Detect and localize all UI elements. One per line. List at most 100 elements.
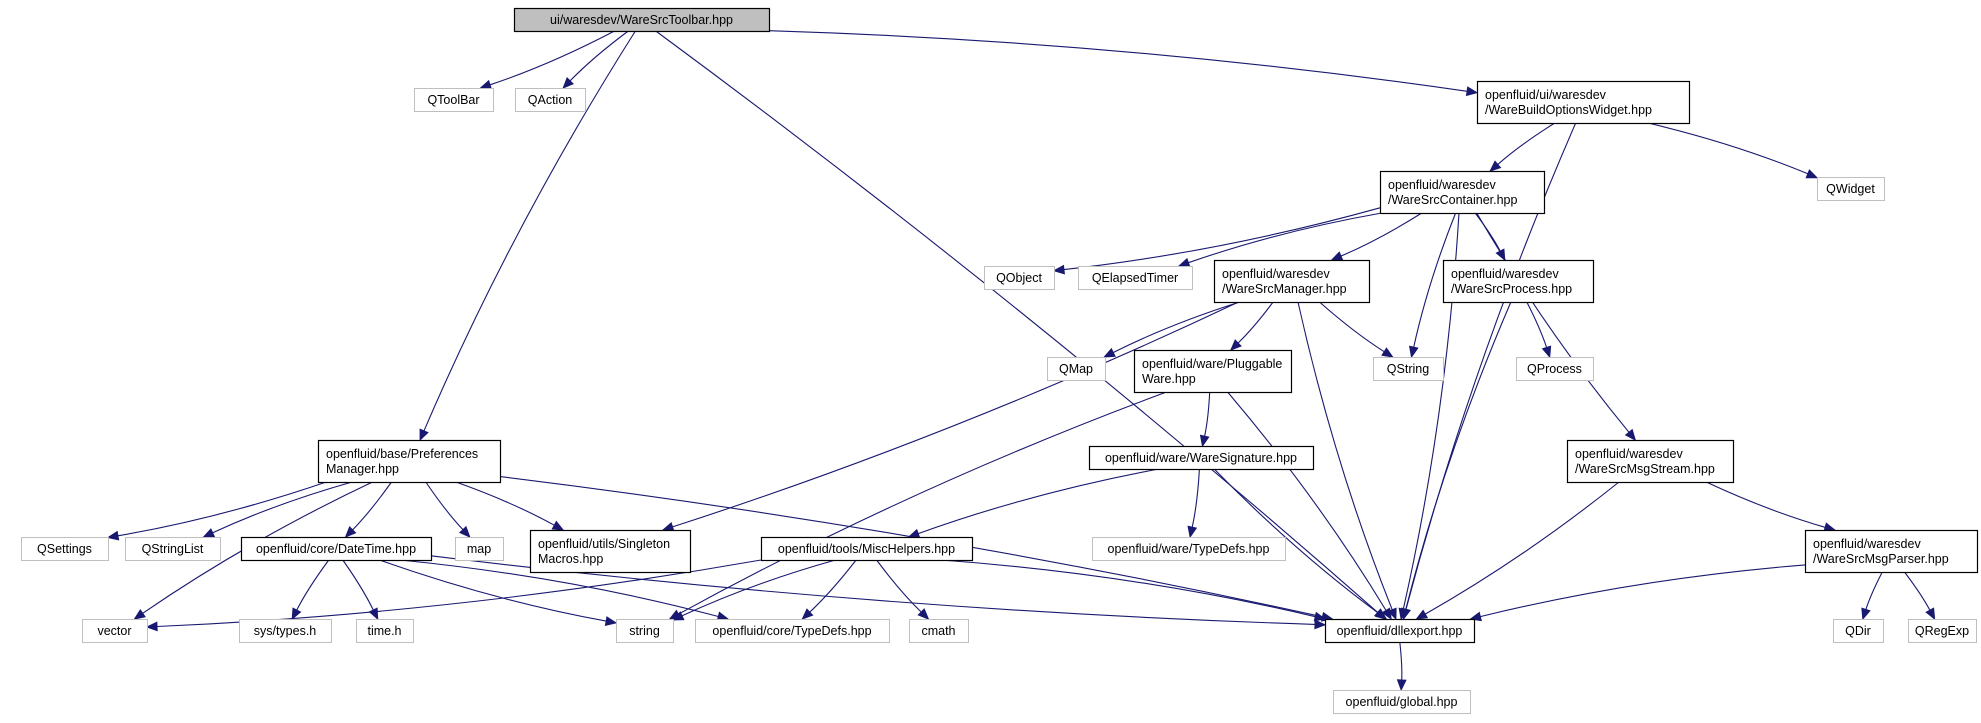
node-wsm[interactable]: openfluid/waresdev/WareSrcManager.hpp: [1213, 259, 1371, 304]
edge-wsmp-to-qdir: [1865, 571, 1883, 610]
edge-wbow-to-wsc: [1497, 122, 1556, 165]
node-label-qobject-0: QObject: [996, 271, 1042, 285]
node-box-cmath: [909, 619, 969, 643]
node-root[interactable]: ui/waresdev/WareSrcToolbar.hpp: [513, 7, 771, 33]
edge-prefs-to-datetime: [352, 481, 392, 531]
edge-wsc-to-wsm: [1340, 212, 1423, 257]
edge-wsp-to-qprocess: [1526, 301, 1548, 348]
edge-root-to-qaction: [569, 30, 629, 82]
node-label-cmath-0: cmath: [921, 624, 955, 638]
node-label-qwidget-0: QWidget: [1826, 182, 1875, 196]
node-box-wsmp: [1804, 529, 1979, 574]
node-qregexp: QRegExp: [1908, 619, 1977, 643]
node-wsms[interactable]: openfluid/waresdev/WareSrcMsgStream.hpp: [1566, 439, 1735, 484]
node-wsc[interactable]: openfluid/waresdev/WareSrcContainer.hpp: [1379, 170, 1546, 215]
node-label-map-0: map: [467, 542, 491, 556]
arrowhead-wsc-to-wsm: [1330, 251, 1344, 261]
node-box-datetime: [240, 536, 433, 562]
edge-mischelpers-to-cmath: [876, 559, 922, 613]
edge-wsc-to-wsp: [1474, 212, 1501, 252]
node-box-pluggable: [1133, 349, 1293, 394]
node-box-string: [616, 619, 674, 643]
node-box-mischelpers: [760, 536, 974, 562]
node-mischelpers[interactable]: openfluid/tools/MiscHelpers.hpp: [760, 536, 974, 562]
node-label-wsp-0: openfluid/waresdev: [1451, 267, 1559, 281]
node-qtoolbar: QToolBar: [414, 88, 494, 112]
node-label-waretypedefs-0: openfluid/ware/TypeDefs.hpp: [1108, 542, 1270, 556]
node-box-qelapsedtimer: [1078, 266, 1193, 290]
node-label-wsm-0: openfluid/waresdev: [1222, 267, 1330, 281]
node-label-wsig-0: openfluid/ware/WareSignature.hpp: [1105, 451, 1297, 465]
edge-datetime-to-string: [379, 559, 607, 622]
edge-prefs-to-map: [425, 481, 464, 531]
node-label-wsmp-1: /WareSrcMsgParser.hpp: [1813, 552, 1949, 566]
arrowhead-wsmp-to-dllexport: [1469, 611, 1482, 622]
arrowhead-wsc-to-qstring: [1408, 345, 1419, 359]
edge-root-to-wbow: [768, 30, 1468, 92]
arrowhead-wsm-to-pluggable: [1229, 339, 1242, 351]
arrowhead-root-to-prefs: [419, 428, 429, 442]
arrowhead-datetime-to-systypes: [291, 607, 302, 621]
node-qobject: QObject: [984, 266, 1055, 290]
node-label-mischelpers-0: openfluid/tools/MiscHelpers.hpp: [778, 542, 955, 556]
node-label-wsms-0: openfluid/waresdev: [1575, 447, 1683, 461]
arrowhead-prefs-to-singleton: [551, 520, 565, 531]
node-dllexport[interactable]: openfluid/dllexport.hpp: [1324, 618, 1476, 644]
node-box-wsig: [1088, 445, 1315, 471]
edge-wsm-to-pluggable: [1237, 301, 1274, 344]
edge-wsm-to-qmap: [1113, 301, 1240, 353]
node-cmath: cmath: [909, 619, 969, 643]
edge-dllexport-to-global: [1399, 641, 1403, 681]
edge-root-to-qtoolbar: [489, 30, 615, 86]
node-label-dllexport-0: openfluid/dllexport.hpp: [1337, 624, 1463, 638]
node-box-waretypedefs: [1092, 537, 1286, 561]
node-label-wsc-0: openfluid/waresdev: [1388, 178, 1496, 192]
node-wsp[interactable]: openfluid/waresdev/WareSrcProcess.hpp: [1442, 259, 1595, 304]
node-label-string-0: string: [629, 624, 660, 638]
node-map: map: [455, 537, 504, 561]
arrowhead-wbow-to-wsc: [1489, 160, 1502, 172]
arrowhead-wsmp-to-qregexp: [1925, 607, 1936, 621]
edge-mischelpers-to-dllexport: [941, 559, 1316, 618]
edge-wsc-to-wsms: [1476, 212, 1630, 433]
arrowhead-wsig-to-waretypedefs: [1187, 525, 1198, 539]
node-label-wbow-0: openfluid/ui/waresdev: [1485, 88, 1607, 102]
node-label-wsp-1: /WareSrcProcess.hpp: [1451, 282, 1572, 296]
edge-root-to-prefs: [423, 30, 636, 432]
edge-datetime-to-timeh: [342, 559, 374, 611]
node-label-vector-0: vector: [97, 624, 131, 638]
node-qdir: QDir: [1833, 619, 1884, 643]
node-box-qsettings: [21, 537, 109, 561]
edge-wsms-to-wsmp: [1705, 481, 1826, 528]
node-box-wbow: [1476, 80, 1691, 125]
node-label-coretypedefs-0: openfluid/core/TypeDefs.hpp: [712, 624, 871, 638]
arrowhead-prefs-to-qstringlist: [202, 528, 216, 538]
arrowhead-wsmp-to-qdir: [1861, 607, 1871, 621]
arrowhead-prefs-to-map: [459, 525, 471, 538]
node-box-dllexport: [1324, 618, 1476, 644]
node-box-qobject: [984, 266, 1055, 290]
node-qsettings: QSettings: [21, 537, 109, 561]
edge-wsc-to-qstring: [1413, 212, 1457, 348]
node-label-prefs-1: Manager.hpp: [326, 462, 399, 476]
node-wbow[interactable]: openfluid/ui/waresdev/WareBuildOptionsWi…: [1476, 80, 1691, 125]
edge-wsmp-to-qregexp: [1904, 571, 1931, 611]
edge-mischelpers-to-string: [681, 559, 836, 617]
arrowhead-wsc-to-qelapsedtimer: [1177, 257, 1191, 268]
node-box-qstring: [1373, 357, 1444, 381]
arrowhead-prefs-to-datetime: [344, 526, 357, 538]
node-label-global-0: openfluid/global.hpp: [1346, 695, 1458, 709]
node-wsmp[interactable]: openfluid/waresdev/WareSrcMsgParser.hpp: [1804, 529, 1979, 574]
node-box-qdir: [1833, 619, 1884, 643]
node-datetime[interactable]: openfluid/core/DateTime.hpp: [240, 536, 433, 562]
node-box-singleton: [529, 529, 692, 574]
arrowhead-mischelpers-to-vector: [145, 621, 158, 632]
node-label-qsettings-0: QSettings: [37, 542, 92, 556]
edge-datetime-to-coretypedefs: [399, 559, 719, 618]
arrowhead-root-to-wbow: [1465, 86, 1479, 97]
node-label-qprocess-0: QProcess: [1527, 362, 1582, 376]
node-wsig[interactable]: openfluid/ware/WareSignature.hpp: [1088, 445, 1315, 471]
